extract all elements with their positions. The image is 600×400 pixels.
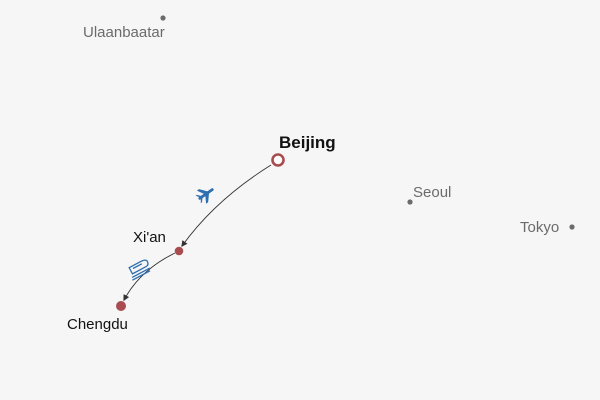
city-label-seoul: Seoul [413,184,451,201]
train-icon [128,259,151,281]
city-dot-tokyo [569,224,575,230]
destination-marker-chengdu[interactable] [116,301,126,311]
airplane-icon [195,188,214,204]
city-label-chengdu: Chengdu [67,316,128,333]
city-label-xian: Xi'an [133,229,166,246]
city-dot-ulaanbaatar [160,15,166,21]
origin-marker-beijing[interactable] [271,153,285,167]
route-leg-beijing-xian [181,164,272,248]
city-label-tokyo: Tokyo [520,219,559,236]
stop-marker-xian[interactable] [174,246,184,256]
city-label-beijing: Beijing [279,133,336,152]
city-label-ulaanbaatar: Ulaanbaatar [83,24,165,41]
city-dot-seoul [407,199,413,205]
route-leg-xian-chengdu [123,252,176,302]
